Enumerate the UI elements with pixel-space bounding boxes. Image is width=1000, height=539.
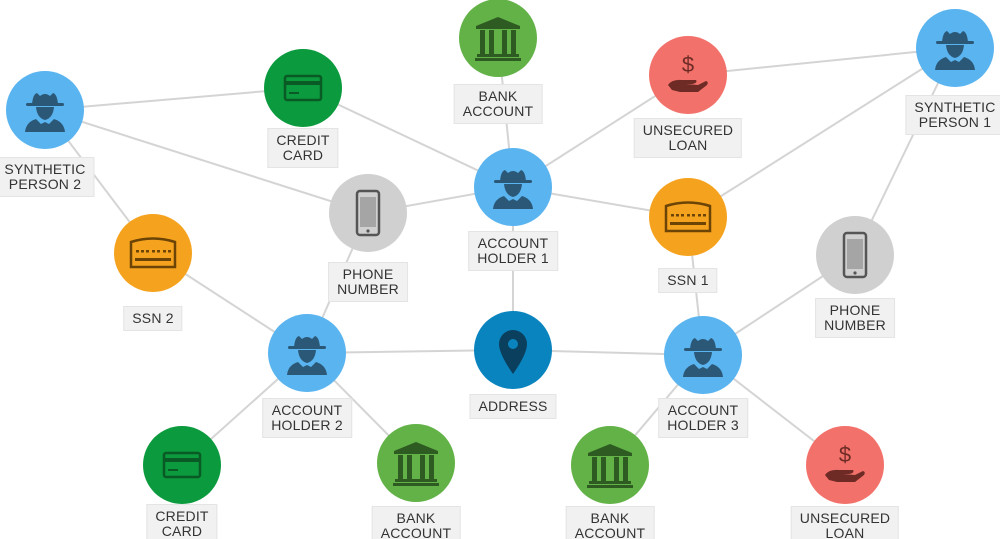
spy-icon [493, 170, 533, 209]
node-label-loan1: UNSECURED LOAN [633, 118, 743, 158]
node-loan2[interactable]: $ [806, 426, 884, 504]
credit-card-icon [162, 451, 202, 479]
node-phone1[interactable] [329, 174, 407, 252]
node-sp1[interactable] [916, 9, 994, 87]
node-label-cc1: CREDIT CARD [267, 128, 339, 168]
edge-sp2-cc1 [44, 87, 304, 111]
loan-icon: $ [825, 442, 865, 482]
node-label-loan2: UNSECURED LOAN [790, 506, 900, 539]
node-label-cc2: CREDIT CARD [146, 504, 218, 539]
loan-icon: $ [668, 52, 708, 92]
node-loan1[interactable]: $ [649, 36, 727, 114]
node-ah1[interactable] [474, 148, 552, 226]
spy-icon [935, 31, 975, 70]
node-cc2[interactable] [143, 426, 221, 504]
node-phone2[interactable] [816, 216, 894, 294]
svg-text:$: $ [682, 52, 694, 77]
bank-icon [587, 444, 633, 488]
node-cc1[interactable] [264, 49, 342, 127]
node-label-ah3: ACCOUNT HOLDER 3 [658, 398, 748, 438]
node-label-phone1: PHONE NUMBER [328, 262, 408, 302]
bank-icon [393, 442, 439, 486]
ssn-card-icon [129, 237, 177, 269]
edge-sp1-ssn1 [687, 47, 956, 218]
phone-icon [842, 231, 868, 279]
phone-icon [355, 189, 381, 237]
node-label-sp1: SYNTHETIC PERSON 1 [905, 95, 1000, 135]
node-label-addr: ADDRESS [469, 394, 557, 419]
node-ah2[interactable] [268, 314, 346, 392]
node-label-ssn2: SSN 2 [123, 306, 183, 331]
edge-loan1-sp1 [687, 47, 956, 76]
node-label-bank1: BANK ACCOUNT [453, 84, 543, 124]
map-pin-icon [499, 330, 527, 374]
node-bank2[interactable] [377, 424, 455, 502]
node-bank3[interactable] [571, 426, 649, 504]
spy-icon [25, 93, 65, 132]
credit-card-icon [283, 74, 323, 102]
node-label-bank2: BANK ACCOUNT [371, 506, 461, 539]
ssn-card-icon [664, 201, 712, 233]
spy-icon [683, 338, 723, 377]
node-label-ah2: ACCOUNT HOLDER 2 [262, 398, 352, 438]
node-sp2[interactable] [6, 71, 84, 149]
node-ssn1[interactable] [649, 178, 727, 256]
svg-text:$: $ [839, 442, 851, 467]
node-label-ah1: ACCOUNT HOLDER 1 [468, 231, 558, 271]
node-label-bank3: BANK ACCOUNT [565, 506, 655, 539]
node-addr[interactable] [474, 311, 552, 389]
node-label-sp2: SYNTHETIC PERSON 2 [0, 157, 95, 197]
node-label-phone2: PHONE NUMBER [815, 298, 895, 338]
edge-sp2-phone1 [44, 109, 369, 214]
node-ah3[interactable] [664, 316, 742, 394]
node-label-ssn1: SSN 1 [658, 268, 718, 293]
node-bank1[interactable] [459, 0, 537, 77]
node-ssn2[interactable] [114, 214, 192, 292]
bank-icon [475, 17, 521, 61]
spy-icon [287, 336, 327, 375]
